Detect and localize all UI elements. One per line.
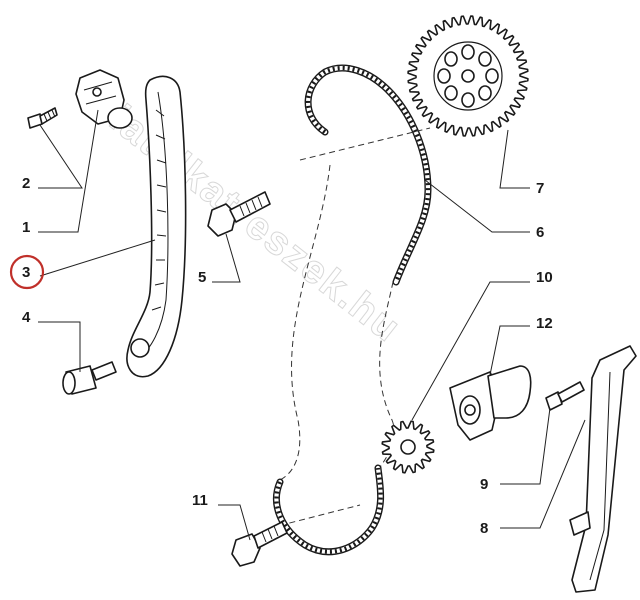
callout-10: 10	[536, 269, 553, 286]
chain-path-dashed-right	[377, 281, 395, 471]
callout-7: 7	[536, 180, 544, 197]
leader-1	[38, 109, 99, 233]
callout-labels: 2 1 3 4 5 6 7 10 12 9 8 11	[22, 175, 553, 537]
guide-spacer-stud	[62, 361, 117, 395]
leader-9	[500, 407, 551, 485]
upper-timing-chain	[304, 64, 432, 286]
callout-5: 5	[198, 269, 206, 286]
bolt-small-right	[545, 381, 585, 411]
callout-9: 9	[480, 476, 488, 493]
leader-3	[39, 239, 156, 277]
bolt-small-top-left	[27, 107, 58, 129]
callout-8: 8	[480, 520, 488, 537]
callout-11: 11	[192, 492, 208, 509]
chain-guide	[126, 75, 187, 378]
leader-2	[38, 124, 83, 189]
chain-tensioner	[449, 365, 532, 441]
callout-6: 6	[536, 224, 544, 241]
bolt-lower	[231, 521, 288, 567]
sprocket-hole	[444, 51, 458, 67]
callout-1: 1	[22, 219, 30, 236]
leader-6	[424, 179, 530, 233]
leader-12	[489, 325, 530, 376]
sprocket-hole	[444, 85, 458, 101]
fixed-chain-guide	[569, 345, 637, 593]
callout-3: 3	[22, 264, 30, 281]
leader-lines	[38, 109, 586, 541]
leader-11	[218, 504, 251, 541]
tensioner-block	[75, 69, 133, 129]
callout-4: 4	[22, 309, 31, 326]
leader-5	[212, 233, 241, 283]
chain-path-dashed-left	[279, 164, 331, 481]
bolt-medium	[207, 191, 271, 237]
sprocket-hole	[461, 44, 475, 60]
callout-2: 2	[22, 175, 30, 192]
leader-7	[499, 129, 530, 189]
alignment-dashline-upper	[299, 127, 431, 161]
callout-12: 12	[536, 315, 553, 332]
sprocket-hole	[478, 51, 492, 67]
watermark-text: fiatalkatreszek.hu	[89, 87, 409, 351]
sprocket-hole	[437, 68, 451, 84]
leader-8	[500, 419, 586, 529]
sprocket-hole	[485, 68, 499, 84]
highlight-ring	[9, 254, 45, 290]
lower-timing-chain	[272, 464, 385, 556]
sprocket-hole	[461, 92, 475, 108]
sprocket-hole	[478, 85, 492, 101]
crankshaft-sprocket	[381, 420, 435, 474]
camshaft-sprocket	[407, 15, 529, 137]
leader-10	[411, 281, 530, 421]
leader-4	[38, 321, 81, 372]
